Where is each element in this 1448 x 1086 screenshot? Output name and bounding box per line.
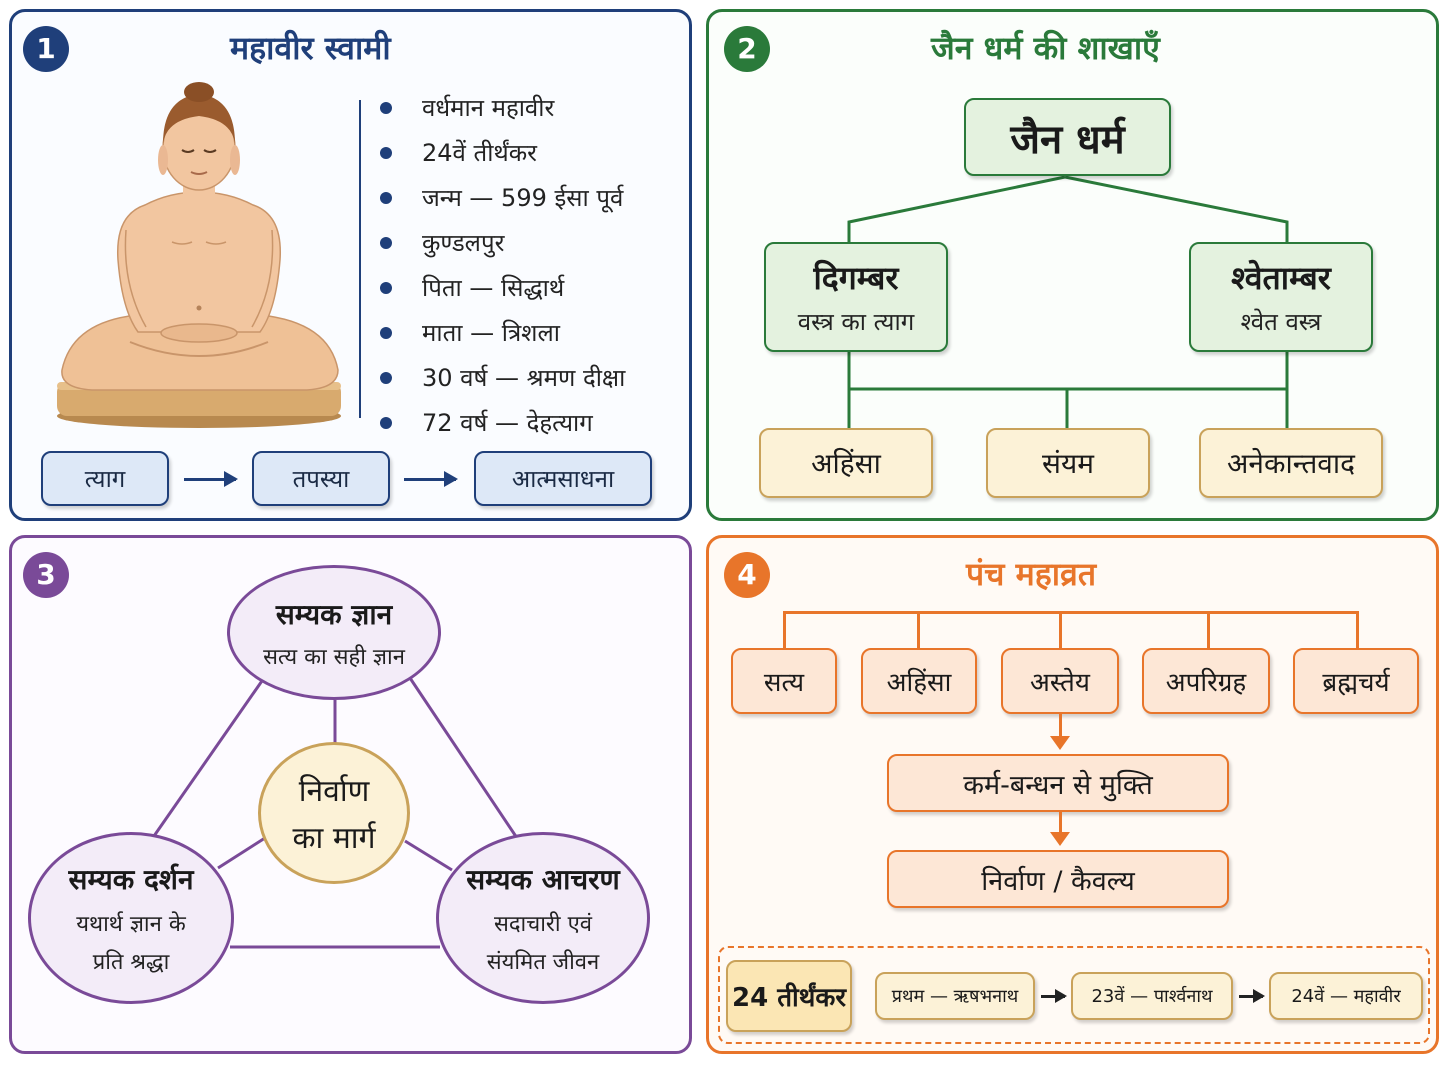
panel-title: महावीर स्वामी [230, 29, 391, 67]
arrow-right-icon [1239, 989, 1265, 1003]
node-desc: संयमित जीवन [486, 950, 600, 975]
center-line: का मार्ग [292, 821, 376, 856]
panel-ratnatraya: 3 सम्यक ज्ञान सत्य का सही ज्ञान सम्यक दर… [9, 535, 692, 1054]
root-label: जैन धर्म [1010, 116, 1125, 163]
list-item: 30 वर्ष — श्रमण दीक्षा [377, 356, 625, 401]
facts-list: वर्धमान महावीर 24वें तीर्थंकर जन्म — 599… [377, 86, 625, 446]
flow-box-tapasya: तपस्या [252, 451, 390, 506]
vow-satya: सत्य [731, 648, 837, 714]
fact-text: माता — त्रिशला [422, 319, 560, 347]
panel-number-badge: 1 [23, 26, 69, 72]
node-nirvana-marg: निर्वाण का मार्ग [258, 742, 410, 884]
list-item: कुण्डलपुर [377, 221, 625, 266]
triangle-connector-lines [152, 677, 519, 949]
step-nirvana-kaivalya: निर्वाण / कैवल्य [887, 850, 1229, 908]
fact-text: कुण्डलपुर [422, 229, 505, 257]
principle-anekantavad: अनेकान्तवाद [1199, 428, 1383, 498]
panel-title: जैन धर्म की शाखाएँ [931, 29, 1160, 67]
center-line: निर्वाण [298, 774, 370, 809]
vow-brahmacharya: ब्रह्मचर्य [1293, 648, 1419, 714]
principle-sanyam: संयम [986, 428, 1150, 498]
branch-name: दिगम्बर [813, 259, 899, 297]
divider-line [359, 100, 361, 418]
tirthankar-mahavir: 24वें — महावीर [1269, 972, 1423, 1020]
panel-number-badge: 4 [724, 552, 770, 598]
panel-number-badge: 3 [23, 552, 69, 598]
node-title: सम्यक आचरण [466, 863, 620, 896]
arrow-right-icon [1041, 989, 1067, 1003]
vow-aparigraha: अपरिग्रह [1142, 648, 1270, 714]
node-desc: सदाचारी एवं [493, 912, 592, 937]
node-desc: प्रति श्रद्धा [92, 950, 170, 975]
list-item: पिता — सिद्धार्थ [377, 266, 625, 311]
list-item: माता — त्रिशला [377, 311, 625, 356]
tirthankar-parshvanath: 23वें — पार्श्वनाथ [1071, 972, 1233, 1020]
node-samyak-darshan: सम्यक दर्शन यथार्थ ज्ञान के प्रति श्रद्ध… [28, 832, 234, 1004]
arrow-right-icon [184, 471, 238, 487]
bullet-dot [380, 237, 392, 249]
bullet-dot [380, 417, 392, 429]
connector-line [1059, 714, 1062, 738]
fact-text: वर्धमान महावीर [422, 94, 555, 122]
node-samyak-gyan: सम्यक ज्ञान सत्य का सही ज्ञान [227, 565, 441, 700]
node-desc: यथार्थ ज्ञान के [76, 912, 186, 937]
node-title: सम्यक ज्ञान [275, 597, 393, 631]
meditating-figure-illustration [57, 82, 341, 428]
fact-text: पिता — सिद्धार्थ [422, 274, 565, 302]
flow-box-tyag: त्याग [41, 451, 169, 506]
bullet-dot [380, 102, 392, 114]
bullet-dot [380, 327, 392, 339]
connector-line [1207, 611, 1210, 649]
connector-line [783, 611, 786, 649]
arrow-down-icon [1050, 736, 1070, 750]
list-item: जन्म — 599 ईसा पूर्व [377, 176, 625, 221]
tirthankar-section: 24 तीर्थंकर प्रथम — ऋषभनाथ 23वें — पार्श… [718, 946, 1430, 1044]
node-samyak-acharan: सम्यक आचरण सदाचारी एवं संयमित जीवन [436, 832, 650, 1004]
connector-line [917, 611, 920, 649]
branch-digambar: दिगम्बर वस्त्र का त्याग [764, 242, 948, 352]
tirthankar-label: 24 तीर्थंकर [726, 960, 852, 1032]
bullet-dot [380, 147, 392, 159]
list-item: 72 वर्ष — देहत्याग [377, 401, 625, 446]
tree-connector-lines [847, 175, 1289, 430]
panel-mahavir-swami: 1 महावीर स्वामी वर्धमान महावीर 24वें तीर… [9, 9, 692, 521]
list-item: वर्धमान महावीर [377, 86, 625, 131]
connector-line [1059, 611, 1062, 649]
connector-line [783, 611, 1359, 614]
fact-text: जन्म — 599 ईसा पूर्व [422, 184, 624, 212]
vow-ahimsa: अहिंसा [861, 648, 977, 714]
arrow-right-icon [404, 471, 458, 487]
branch-desc: श्वेत वस्त्र [1240, 308, 1322, 336]
bullet-dot [380, 372, 392, 384]
connector-line [1059, 812, 1062, 834]
fact-text: 30 वर्ष — श्रमण दीक्षा [422, 364, 626, 392]
bullet-dot [380, 282, 392, 294]
vow-asteya: अस्तेय [1001, 648, 1119, 714]
list-item: 24वें तीर्थंकर [377, 131, 625, 176]
fact-text: 72 वर्ष — देहत्याग [422, 409, 593, 437]
fact-text: 24वें तीर्थंकर [422, 139, 537, 167]
flow-box-atmasadhana: आत्मसाधना [474, 451, 652, 506]
principle-ahimsa: अहिंसा [759, 428, 933, 498]
branch-shvetambar: श्वेताम्बर श्वेत वस्त्र [1189, 242, 1373, 352]
root-jain-dharma: जैन धर्म [964, 98, 1171, 176]
panel-number-badge: 2 [724, 26, 770, 72]
node-title: सम्यक दर्शन [68, 863, 194, 896]
panel-jain-branches: 2 जैन धर्म की शाखाएँ जैन धर्म दिगम्बर वस… [706, 9, 1439, 521]
branch-desc: वस्त्र का त्याग [797, 308, 915, 336]
branch-name: श्वेताम्बर [1231, 259, 1331, 297]
arrow-down-icon [1050, 832, 1070, 846]
bullet-dot [380, 192, 392, 204]
tirthankar-rishabhnath: प्रथम — ऋषभनाथ [875, 972, 1035, 1020]
panel-panch-mahavrat: 4 पंच महाव्रत सत्य अहिंसा अस्तेय अपरिग्र… [706, 535, 1439, 1054]
connector-line [1356, 611, 1359, 649]
node-desc: सत्य का सही ज्ञान [263, 644, 405, 670]
panel-title: पंच महाव्रत [966, 555, 1097, 593]
step-karma-mukti: कर्म-बन्धन से मुक्ति [887, 754, 1229, 812]
